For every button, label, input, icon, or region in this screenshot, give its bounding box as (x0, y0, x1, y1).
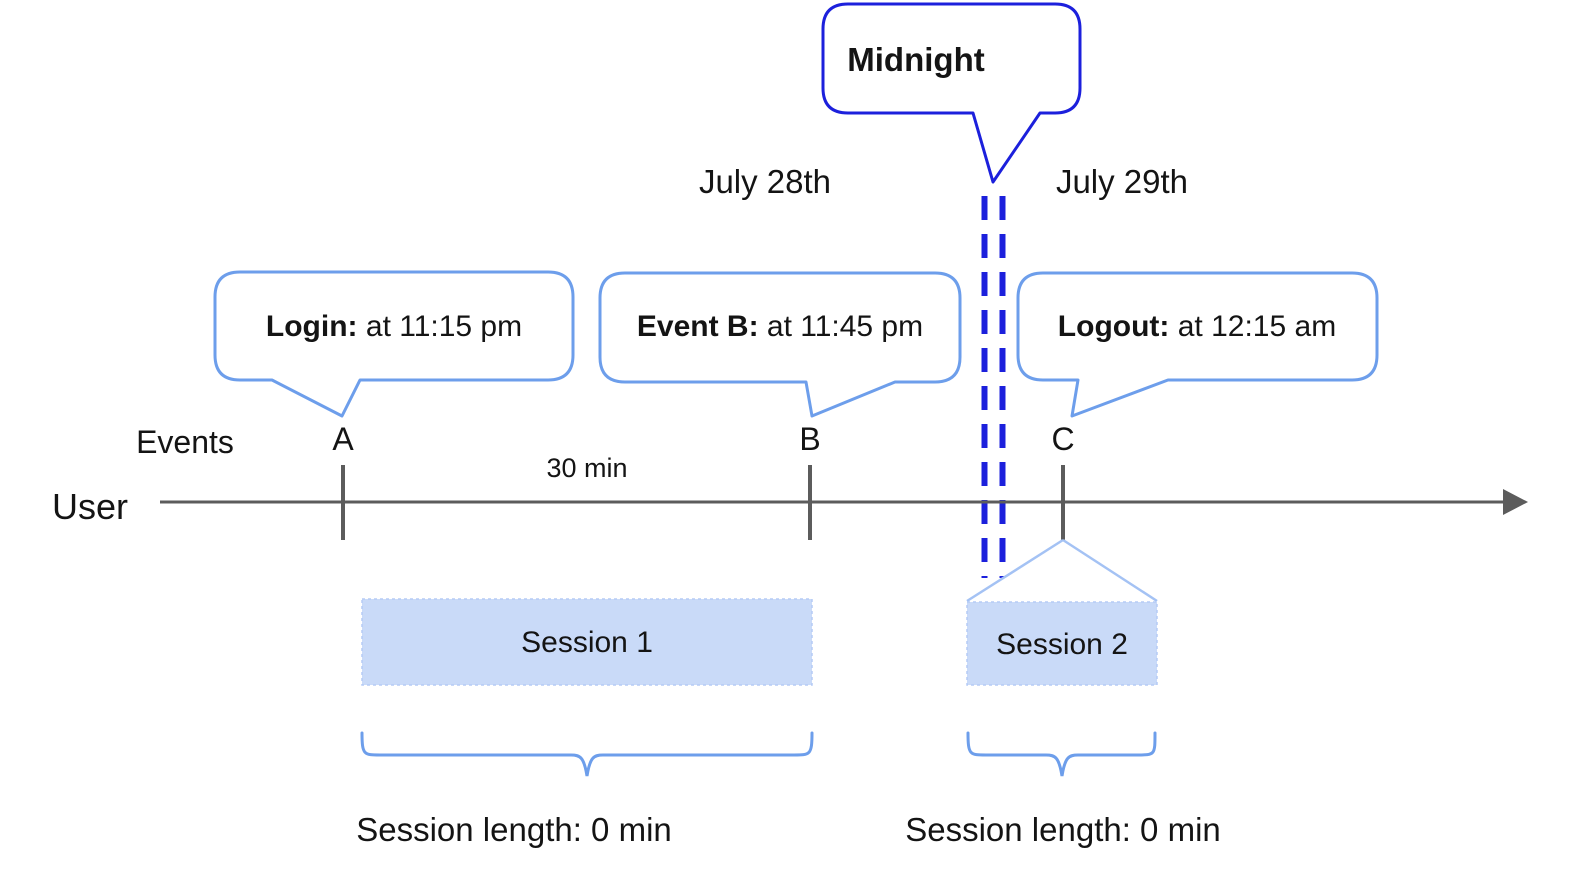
timeline-arrowhead-icon (1503, 489, 1528, 515)
session2-funnel-line-left (966, 538, 1064, 603)
event-a-letter: A (332, 421, 354, 457)
events-row-label: Events (136, 424, 234, 460)
midnight-callout-label: Midnight (847, 41, 984, 78)
session2-funnel-line-right (1062, 538, 1158, 603)
event-b-letter: B (799, 421, 820, 457)
logout-callout-time: at 12:15 am (1169, 310, 1336, 343)
session2-box (966, 601, 1158, 686)
interval-label-30min: 30 min (546, 453, 627, 483)
user-row-label: User (52, 486, 128, 527)
session2-length-brace (966, 731, 1157, 777)
session1-box (361, 598, 813, 686)
event-b-callout-text: Event B: at 11:45 pm (637, 310, 923, 343)
session1-length-label: Session length: 0 min (356, 811, 672, 848)
logout-callout-text: Logout: at 12:15 am (1058, 310, 1336, 343)
event-b-callout-label: Event B: (637, 310, 759, 343)
midnight-callout-bubble (821, 2, 1082, 184)
login-callout-label: Login: (266, 310, 358, 343)
event-b-callout-time: at 11:45 pm (759, 310, 924, 343)
session1-length-brace (360, 731, 814, 777)
session2-label: Session 2 (996, 628, 1128, 661)
session1-label: Session 1 (521, 626, 653, 659)
logout-callout-bubble (1016, 271, 1379, 418)
event-c-letter: C (1051, 421, 1074, 457)
login-callout-text: Login: at 11:15 pm (266, 310, 522, 343)
login-callout-bubble (213, 270, 575, 418)
login-callout-time: at 11:15 pm (358, 310, 523, 343)
date-label-july-29: July 29th (1056, 163, 1188, 200)
date-label-july-28: July 28th (699, 163, 831, 200)
event-b-callout-bubble (598, 271, 962, 418)
logout-callout-label: Logout: (1058, 310, 1170, 343)
session2-length-label: Session length: 0 min (905, 811, 1221, 848)
